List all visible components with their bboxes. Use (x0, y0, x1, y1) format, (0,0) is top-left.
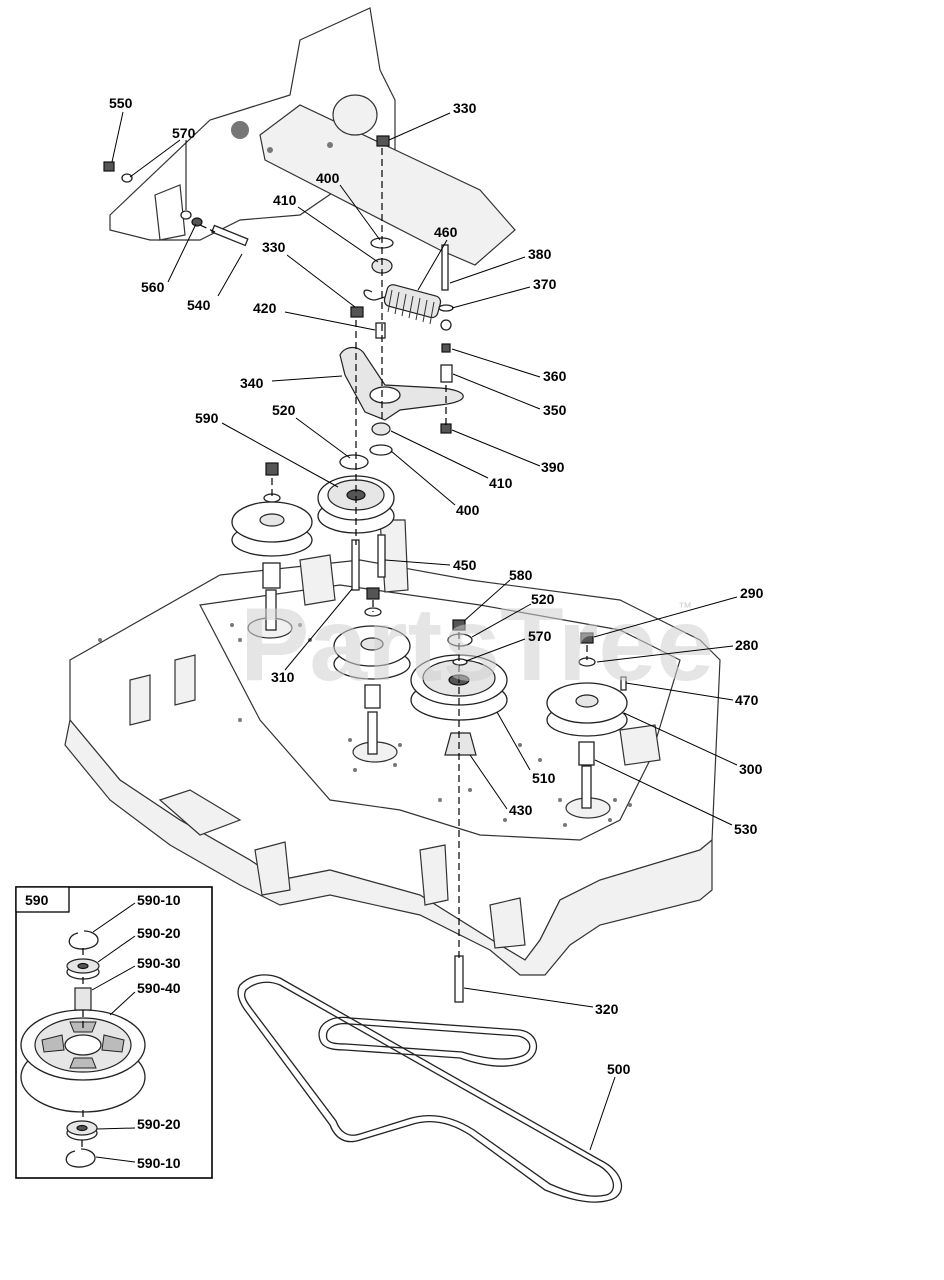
inset-label-590-10-top: 590-10 (137, 892, 181, 908)
callout-510: 510 (532, 770, 556, 786)
callout-280: 280 (735, 637, 759, 653)
nut-330-top (376, 135, 390, 147)
bearing-410-bottom (371, 422, 391, 436)
callout-520-top: 520 (272, 402, 296, 418)
cone-430 (444, 732, 477, 756)
mower-deck (64, 519, 721, 976)
washer-570-top (121, 173, 133, 183)
snap-ring-590-10-top (68, 930, 99, 950)
callout-410-top: 410 (273, 192, 297, 208)
callout-340: 340 (240, 375, 264, 391)
callout-330-top: 330 (453, 100, 477, 116)
washer-370 (438, 304, 454, 312)
callout-320: 320 (595, 1001, 619, 1017)
callout-310: 310 (271, 669, 295, 685)
leader-lines (111, 111, 738, 1151)
spindle-pulley-left (231, 462, 313, 631)
bolt-310 (351, 539, 360, 591)
inset-label-590-20-bottom: 590-20 (137, 1116, 181, 1132)
callout-570-middle: 570 (528, 628, 552, 644)
deck-belt-510 (318, 1016, 538, 1067)
spacer-350 (440, 364, 453, 383)
callout-380: 380 (528, 246, 552, 262)
inset-label-590-20-top: 590-20 (137, 925, 181, 941)
idler-mounting-bracket (109, 7, 516, 266)
callout-470: 470 (735, 692, 759, 708)
inset-detail-590: 590 590-10 (15, 886, 213, 1179)
washer-400-bottom (369, 444, 393, 456)
callout-570-top: 570 (172, 125, 196, 141)
watermark: PartsTree (240, 587, 714, 703)
callout-530: 530 (734, 821, 758, 837)
callout-290: 290 (740, 585, 764, 601)
spacer-420 (375, 322, 386, 339)
nut-330-left (350, 306, 364, 318)
callout-300: 300 (739, 761, 763, 777)
bolt-450 (377, 534, 386, 578)
callout-360: 360 (543, 368, 567, 384)
drive-belt-500 (237, 974, 623, 1203)
idler-assembly (103, 135, 464, 591)
callout-550: 550 (109, 95, 133, 111)
callout-450: 450 (453, 557, 477, 573)
nut-360 (441, 343, 451, 353)
callout-330-left: 330 (262, 239, 286, 255)
spacer-590-30 (74, 987, 92, 1011)
callout-410-bottom: 410 (489, 475, 513, 491)
callout-580: 580 (509, 567, 533, 583)
callout-370: 370 (533, 276, 557, 292)
adjust-bolt-540 (210, 224, 249, 247)
callout-350: 350 (543, 402, 567, 418)
idler-arm-340 (339, 346, 464, 421)
bolt-320 (454, 955, 464, 1003)
callout-430: 430 (509, 802, 533, 818)
bolt-380 (441, 244, 449, 291)
callout-400-top: 400 (316, 170, 340, 186)
callout-420: 420 (253, 300, 277, 316)
callout-500: 500 (607, 1061, 631, 1077)
callout-labels: 550 570 330 400 410 460 380 330 370 560 … (109, 95, 764, 1077)
washer-560 (191, 217, 203, 227)
inset-title: 590 (25, 892, 49, 908)
callout-460: 460 (434, 224, 458, 240)
inset-label-590-30: 590-30 (137, 955, 181, 971)
callout-590: 590 (195, 410, 219, 426)
inset-label-590-10-bottom: 590-10 (137, 1155, 181, 1171)
callout-390: 390 (541, 459, 565, 475)
nut-390 (440, 423, 452, 434)
snap-ring-590-10-bottom (65, 1148, 96, 1168)
spindle-pulley-center (333, 587, 411, 755)
callout-560: 560 (141, 279, 165, 295)
callout-400-bottom: 400 (456, 502, 480, 518)
alignment-lines (199, 148, 588, 960)
callout-520-middle: 520 (531, 591, 555, 607)
nut-550 (103, 161, 115, 172)
washer-520-top (339, 454, 369, 470)
inset-label-590-40: 590-40 (137, 980, 181, 996)
extension-spring-460 (363, 284, 452, 331)
callout-540: 540 (187, 297, 211, 313)
